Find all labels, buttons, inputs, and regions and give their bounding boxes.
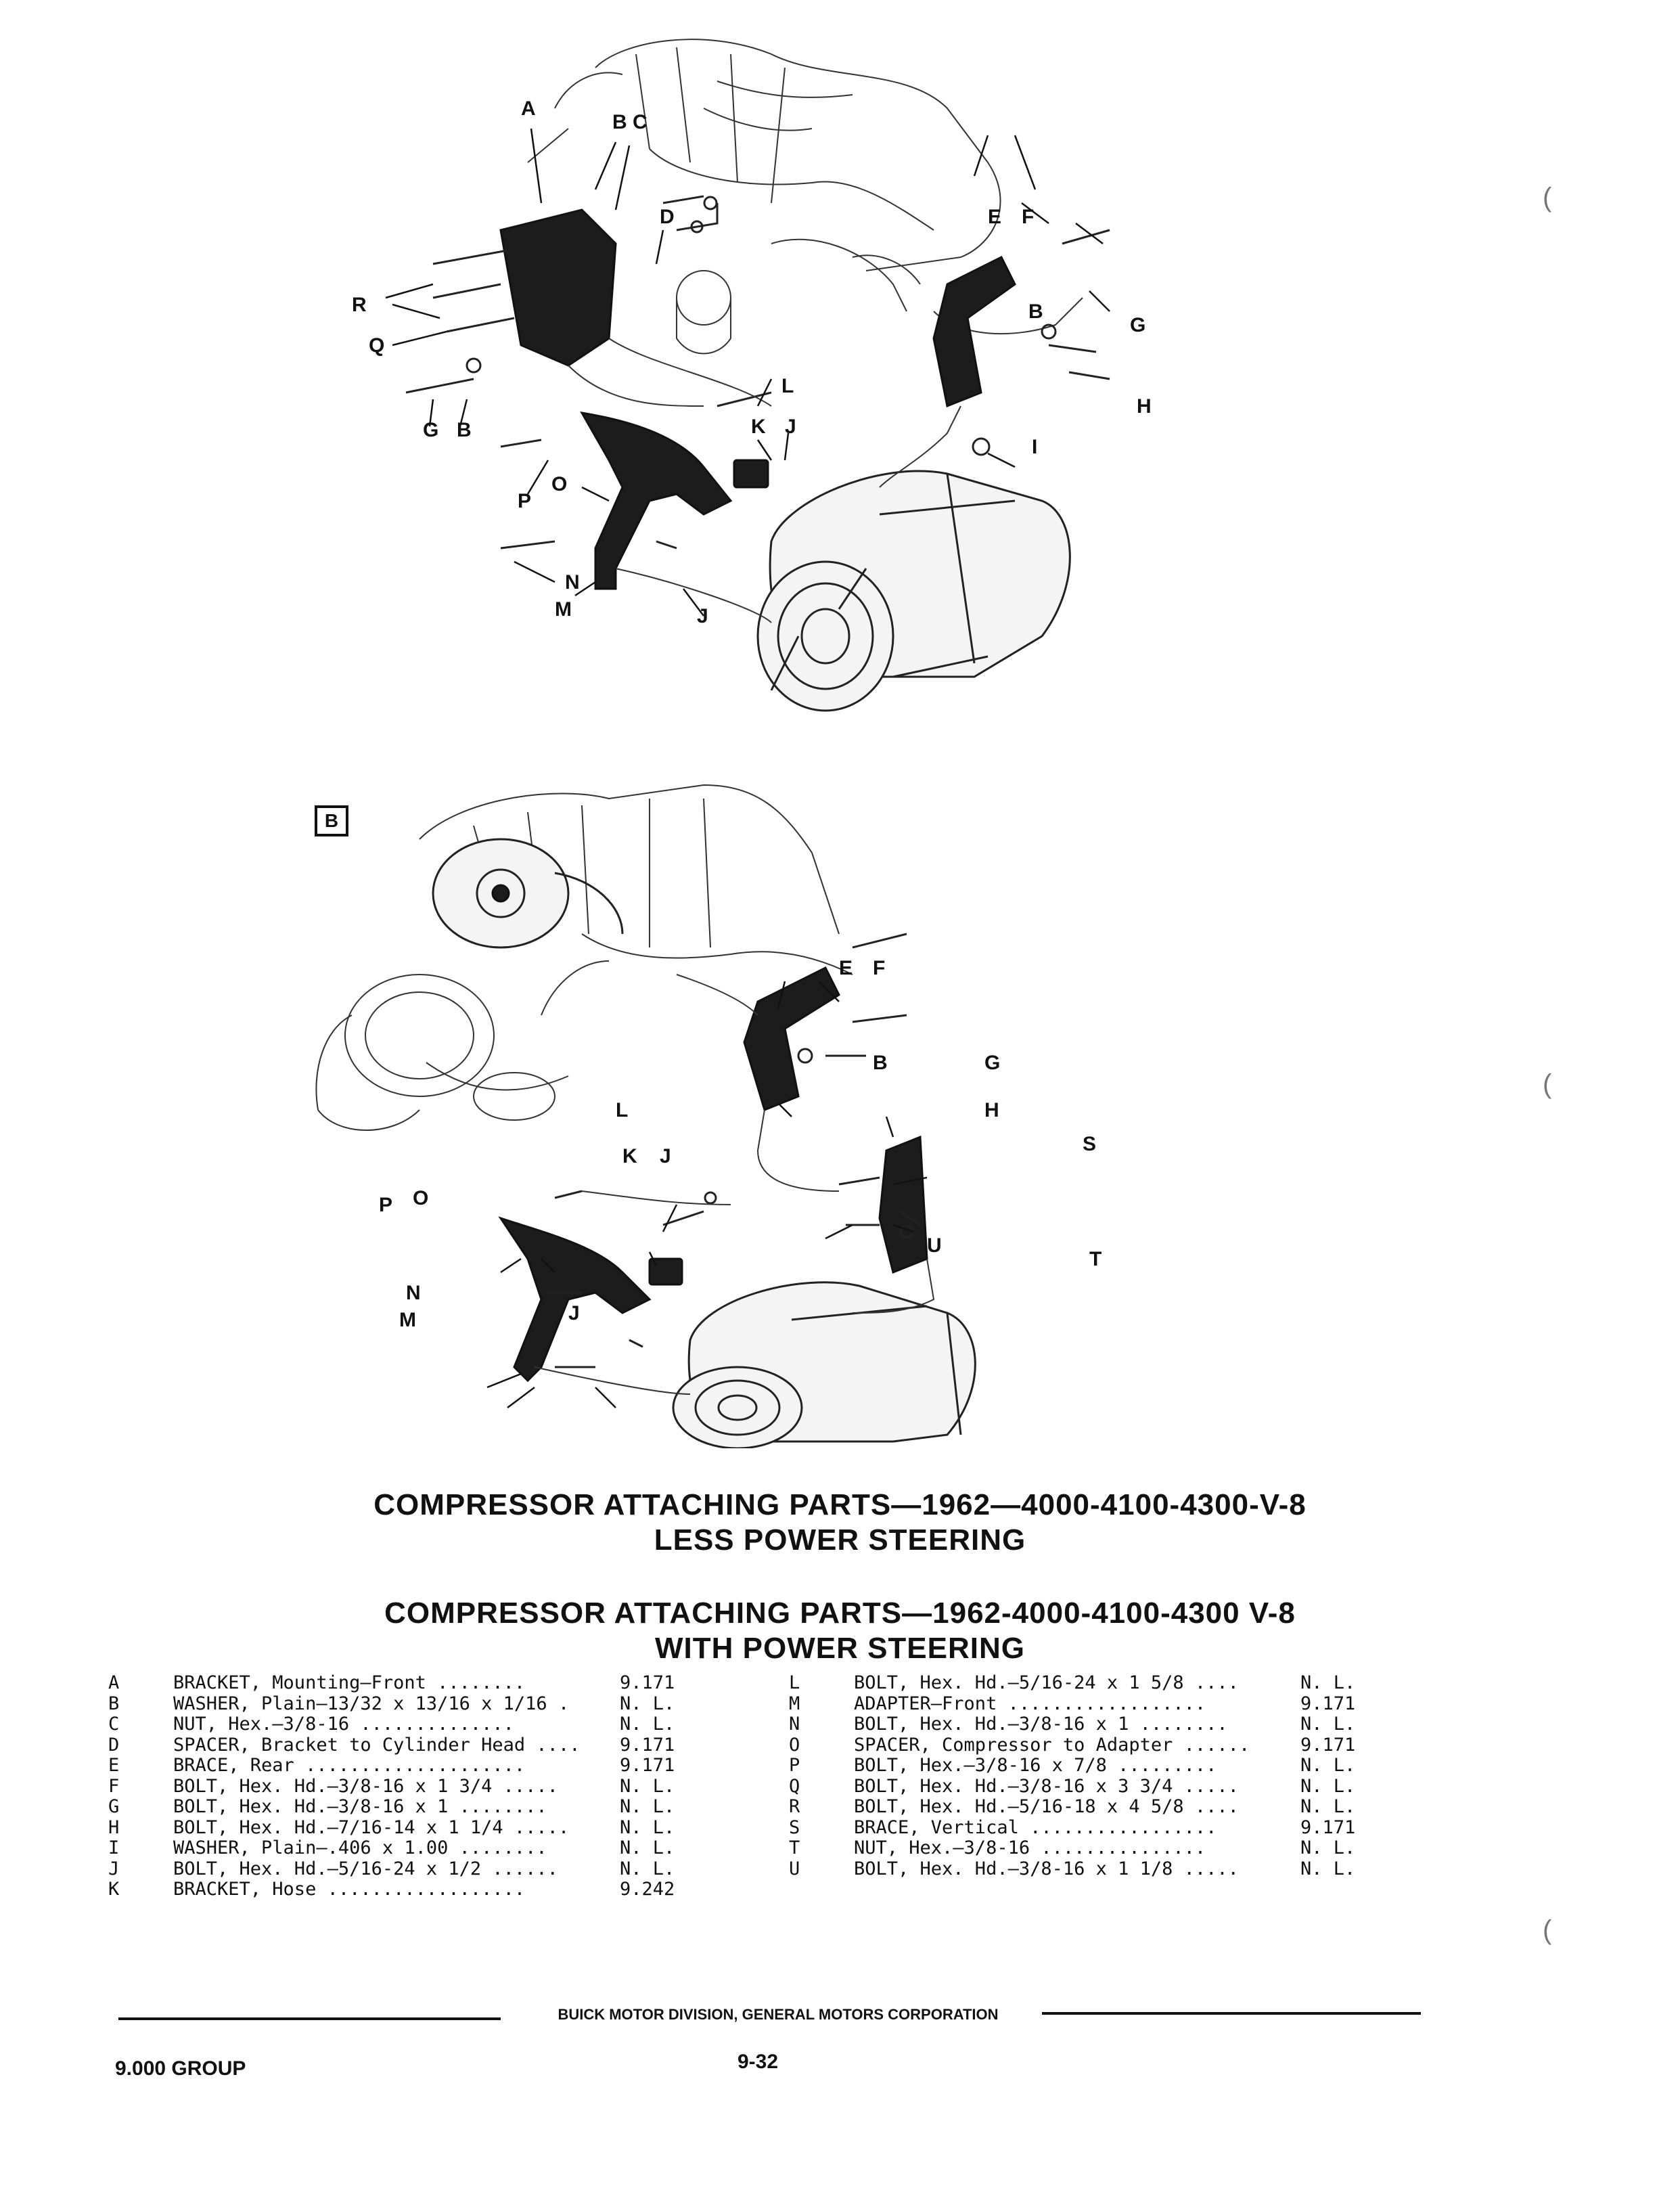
callout-u: U bbox=[927, 1234, 942, 1257]
callout-b3: B bbox=[457, 419, 472, 441]
footer-rule-right bbox=[1042, 2012, 1421, 2015]
footer-rule-left bbox=[118, 2017, 501, 2020]
callout-o: O bbox=[413, 1187, 428, 1209]
callout-j2: J bbox=[697, 605, 708, 627]
callout-c: C bbox=[633, 111, 648, 133]
callout-b: B bbox=[612, 111, 627, 133]
callout-e: E bbox=[839, 957, 853, 979]
callout-d: D bbox=[660, 206, 675, 228]
callout-j2: J bbox=[568, 1302, 580, 1324]
callout-p: P bbox=[379, 1194, 392, 1216]
callout-g: G bbox=[1130, 314, 1145, 336]
title-with-power-steering-line2: WITH POWER STEERING bbox=[655, 1632, 1025, 1665]
callout-f: F bbox=[1022, 206, 1034, 228]
callout-j: J bbox=[785, 416, 796, 438]
callout-t: T bbox=[1089, 1248, 1102, 1270]
callout-m: M bbox=[399, 1309, 416, 1331]
callout-n: N bbox=[406, 1282, 421, 1304]
callout-g2: G bbox=[423, 419, 438, 441]
callout-h: H bbox=[1137, 395, 1152, 418]
callout-b: B bbox=[873, 1052, 888, 1074]
callout-l: L bbox=[781, 375, 794, 397]
callout-p: P bbox=[518, 490, 531, 512]
diagram-a: A B C D E F B G H R Q G B L K J I P O N … bbox=[298, 27, 1231, 772]
diagram-b-box-label: B bbox=[315, 805, 348, 836]
footer-group: 9.000 GROUP bbox=[115, 2057, 246, 2080]
title-with-power-steering-line1: COMPRESSOR ATTACHING PARTS—1962-4000-410… bbox=[384, 1596, 1296, 1630]
callout-m: M bbox=[555, 598, 572, 621]
callout-n: N bbox=[565, 571, 580, 594]
callout-k: K bbox=[622, 1145, 637, 1167]
title-less-power-steering-line2: LESS POWER STEERING bbox=[654, 1523, 1026, 1557]
margin-mark: ( bbox=[1543, 183, 1552, 213]
callout-r: R bbox=[352, 294, 367, 316]
footer-division: BUICK MOTOR DIVISION, GENERAL MOTORS COR… bbox=[558, 2006, 999, 2023]
callout-f: F bbox=[873, 957, 885, 979]
callout-l: L bbox=[616, 1099, 628, 1121]
callout-h: H bbox=[984, 1099, 999, 1121]
callout-k: K bbox=[751, 416, 766, 438]
footer-page-number: 9-32 bbox=[737, 2051, 779, 2073]
callout-i: I bbox=[1032, 436, 1037, 458]
diagram-b-art: E F B G H S U T L K J P O N M J bbox=[315, 784, 1102, 1448]
diagram-a-art: A B C D E F B G H R Q G B L K J I P O N … bbox=[352, 39, 1152, 712]
diagram-b: E F B G H S U T L K J P O N M J bbox=[298, 758, 1164, 1448]
title-less-power-steering-line1: COMPRESSOR ATTACHING PARTS—1962—4000-410… bbox=[373, 1488, 1307, 1521]
callout-g: G bbox=[984, 1052, 1000, 1074]
callout-o: O bbox=[551, 473, 567, 495]
margin-mark: ( bbox=[1543, 1069, 1552, 1099]
callout-e: E bbox=[988, 206, 1001, 228]
callout-s: S bbox=[1083, 1133, 1096, 1155]
callout-q: Q bbox=[369, 334, 384, 357]
margin-mark: ( bbox=[1543, 1915, 1552, 1945]
callout-a: A bbox=[521, 97, 536, 120]
callout-b2: B bbox=[1028, 300, 1043, 323]
callout-j: J bbox=[660, 1145, 671, 1167]
